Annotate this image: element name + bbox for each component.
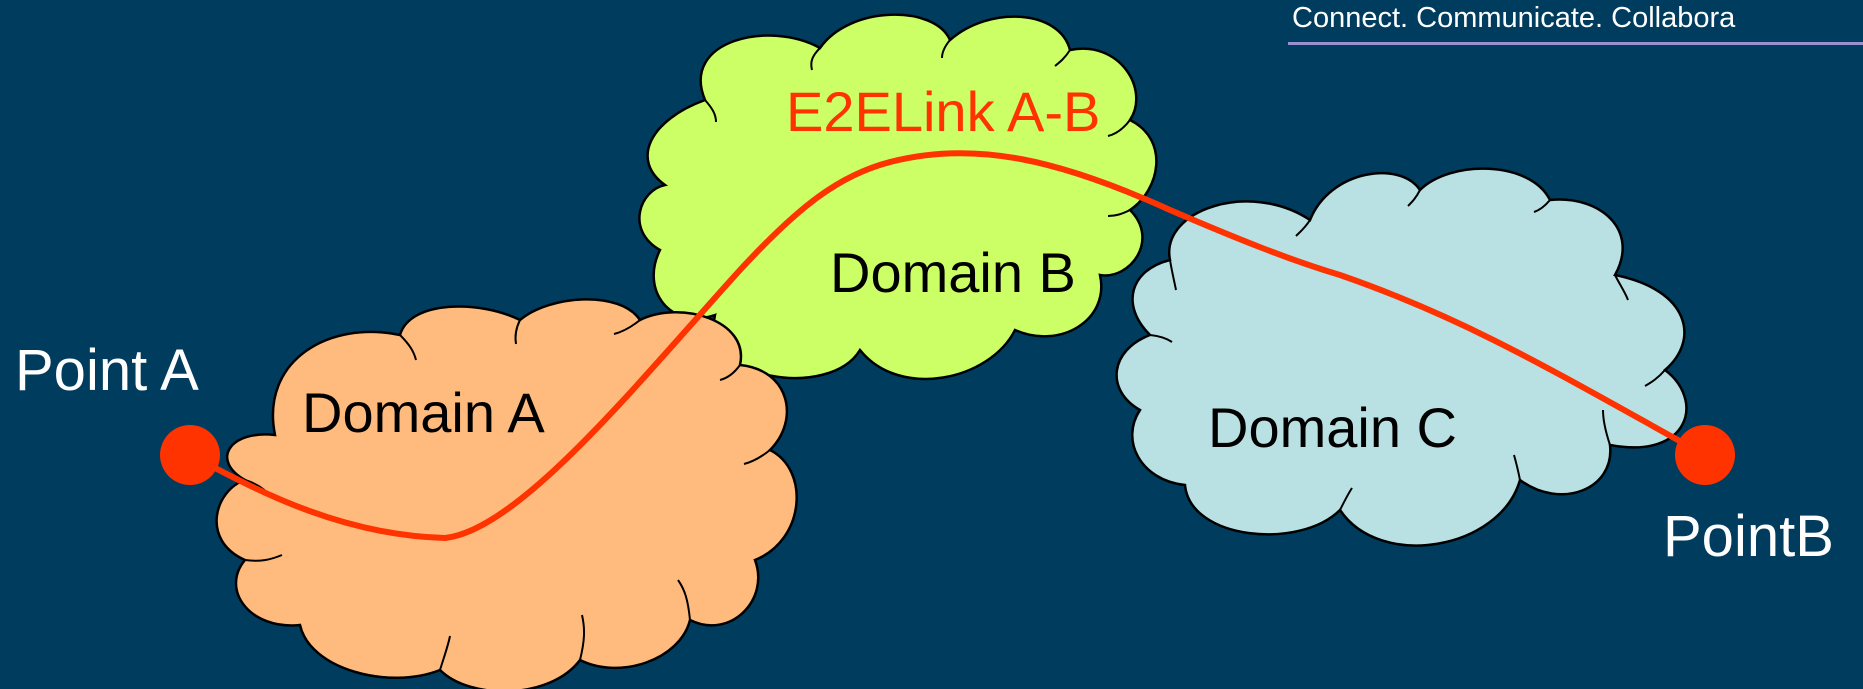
point-a-label: Point A	[15, 338, 199, 403]
domain-a-cloud	[215, 298, 798, 689]
header-tagline: Connect. Communicate. Collabora	[1292, 2, 1736, 34]
e2e-link-path	[187, 150, 1708, 541]
point-b-dot	[1675, 425, 1735, 485]
domain-a-label: Domain A	[302, 381, 545, 444]
domain-b-cloud	[638, 13, 1158, 381]
point-b-label: PointB	[1663, 504, 1834, 569]
domain-c-label: Domain C	[1208, 396, 1457, 459]
domain-b-label: Domain B	[830, 241, 1076, 304]
e2e-link-label: E2ELink A-B	[786, 80, 1101, 143]
domain-c-cloud	[1115, 167, 1688, 547]
header-tagline-bar: Connect. Communicate. Collabora	[1288, 0, 1863, 45]
point-a-dot	[160, 425, 220, 485]
